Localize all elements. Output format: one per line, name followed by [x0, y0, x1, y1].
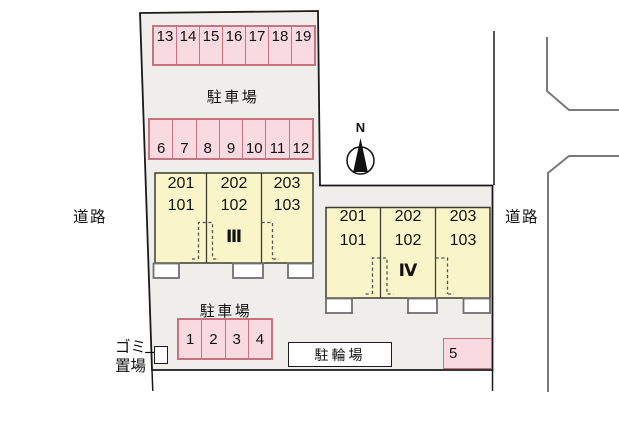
- stall-number: 1: [185, 330, 195, 348]
- parking-stall-3: 3: [226, 320, 249, 358]
- building-iv-porch-2: [407, 297, 438, 314]
- road-right-label: 道路: [504, 209, 539, 226]
- parking-stall-9: 9: [220, 120, 244, 158]
- stall-number: 8: [203, 140, 212, 157]
- parking-stall-8: 8: [197, 120, 220, 158]
- building-iii-porch-1: [152, 262, 180, 279]
- road-edge-upper: [546, 37, 619, 111]
- parking-stall-17: 17: [246, 27, 269, 64]
- stall-number: 19: [294, 28, 312, 45]
- building-iv-unit2-lower: 102: [394, 232, 422, 249]
- stall-number: 18: [271, 28, 289, 45]
- building-iii-outline: [154, 172, 314, 264]
- building-iv-porch-1: [325, 297, 353, 314]
- stall-number: 7: [180, 140, 189, 157]
- stall-number: 13: [156, 28, 174, 45]
- stall-number: 11: [269, 140, 286, 157]
- stall-number: 15: [202, 28, 220, 45]
- parking-stall-13: 13: [154, 27, 177, 64]
- building-iii-unit2-lower: 102: [220, 197, 248, 214]
- building-iii-unit2-upper: 202: [220, 175, 248, 192]
- building-iv-porch-3: [462, 297, 491, 314]
- building-iv-stairs-dashed: [365, 257, 454, 295]
- garbage-box: [153, 346, 168, 364]
- road-edge-lower: [547, 155, 619, 392]
- parking-stall-19: 19: [292, 27, 314, 64]
- bicycle-parking-box: 駐輪場: [288, 342, 392, 367]
- parking-stall-1: 1: [179, 320, 203, 358]
- building-iv-unit1-lower: 101: [339, 232, 367, 249]
- parking-row-bottom: 1 2 3 4: [177, 318, 273, 360]
- parking-stall-10: 10: [243, 120, 267, 158]
- building-iv-numeral: Ⅳ: [398, 261, 418, 280]
- parking-stall-5: 5: [443, 338, 492, 369]
- stall-number: 4: [255, 330, 265, 348]
- parking-row-top: 13 14 15 16 17 18 19: [152, 25, 316, 66]
- compass-needle-icon: [353, 138, 368, 172]
- parking-stall-7: 7: [173, 120, 197, 158]
- parking-stall-11: 11: [266, 120, 290, 158]
- parking-lot-bottom-label: 駐車場: [199, 303, 253, 320]
- stall-number: 3: [232, 330, 241, 348]
- stall-number: 5: [449, 345, 458, 362]
- building-iv-unit3-upper: 203: [449, 208, 477, 225]
- parking-stall-6: 6: [150, 120, 174, 158]
- boundary-extension-left: [151, 369, 154, 392]
- parking-stall-4: 4: [249, 320, 271, 358]
- stall-number: 17: [248, 28, 266, 45]
- stall-number: 14: [179, 28, 197, 45]
- parking-stall-15: 15: [200, 27, 223, 64]
- building-iii-porch-2: [232, 262, 264, 279]
- building-iii-unit1-upper: 201: [167, 175, 195, 192]
- parking-stall-16: 16: [223, 27, 246, 64]
- road-left-label: 道路: [72, 209, 107, 226]
- building-iv-unit2-upper: 202: [394, 208, 422, 225]
- stall-number: 9: [226, 140, 236, 157]
- parking-stall-18: 18: [269, 27, 292, 64]
- building-iii-numeral: Ⅲ: [225, 227, 243, 246]
- building-iii-unit3-upper: 203: [273, 175, 301, 192]
- stall-number: 2: [209, 330, 218, 348]
- garbage-label-line2: 置場: [114, 357, 146, 375]
- stall-number: 6: [156, 140, 166, 157]
- parking-lot-top-label: 駐車場: [206, 89, 260, 106]
- building-iv-unit3-lower: 103: [449, 232, 477, 249]
- parking-row-middle: 6 7 8 9 10 11 12: [148, 118, 314, 160]
- bicycle-parking-label: 駐輪場: [314, 346, 366, 363]
- garbage-area-label: ゴミ 置場: [100, 339, 146, 376]
- stall-number: 16: [225, 28, 243, 45]
- parking-stall-14: 14: [177, 27, 200, 64]
- stall-number: 12: [292, 140, 310, 157]
- building-iii-unit1-lower: 101: [167, 197, 195, 214]
- parking-stall-12: 12: [290, 120, 312, 158]
- building-iii-stairs-dashed: [192, 221, 279, 260]
- building-iii-porch-3: [287, 262, 314, 279]
- parking-stall-2: 2: [202, 320, 226, 358]
- stall-number: 10: [245, 140, 263, 157]
- compass-north-label: N: [355, 120, 366, 135]
- building-iii-unit3-lower: 103: [273, 197, 301, 214]
- garbage-label-line1: ゴミ: [114, 339, 146, 356]
- building-iv-unit1-upper: 201: [339, 208, 367, 225]
- building-iv-outline: [325, 206, 491, 299]
